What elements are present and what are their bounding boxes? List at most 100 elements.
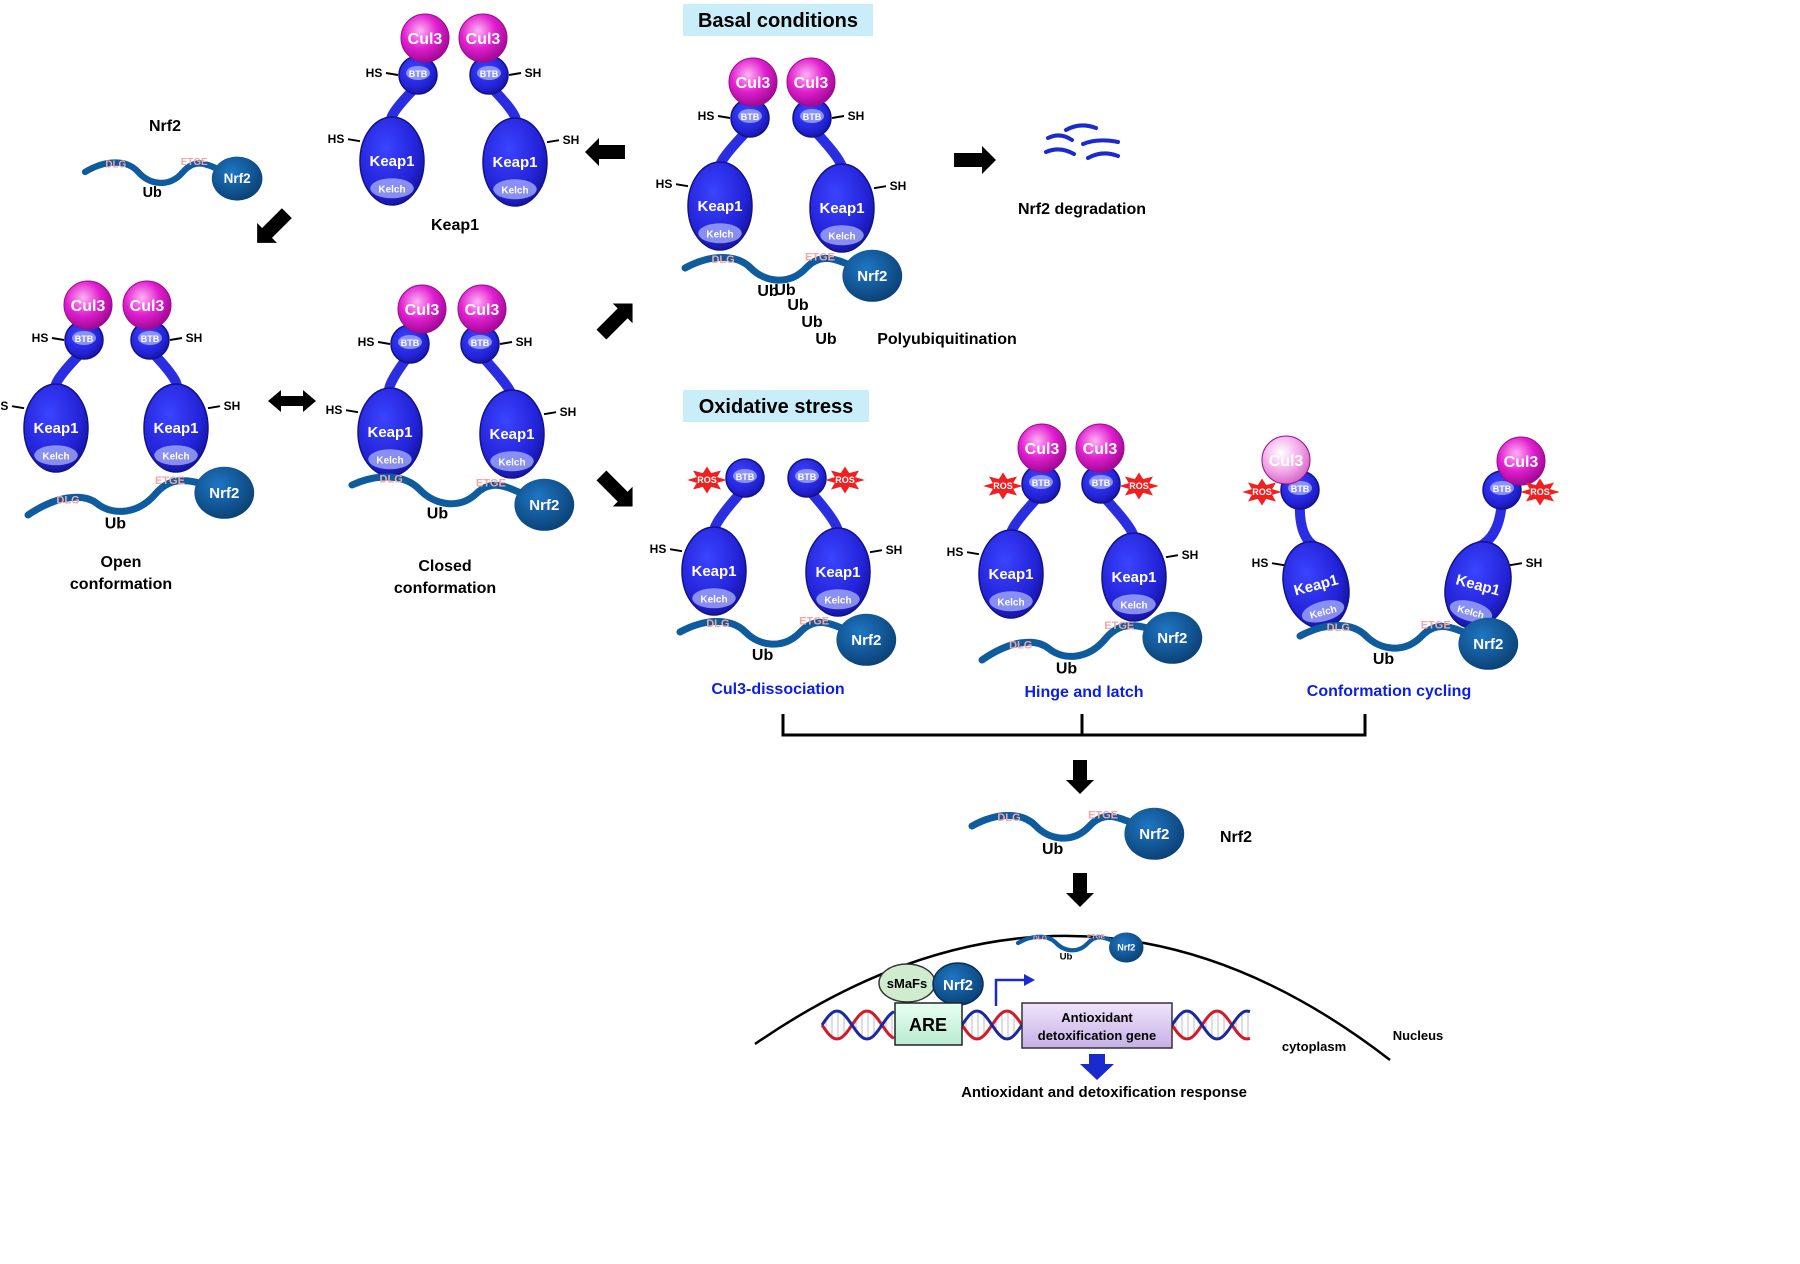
dlg-motif-label: DLG (380, 474, 403, 486)
nrf2-head-label: Nrf2 (851, 632, 881, 649)
kelch-domain (154, 445, 198, 466)
thiol-label: HS (1252, 556, 1269, 570)
cul3-protein (786, 57, 836, 107)
nrf2-strand (978, 622, 1162, 664)
dlg-motif-label: DLG (1327, 622, 1350, 634)
cul3-label: Cul3 (465, 302, 500, 319)
btb-label: BTB (409, 69, 428, 79)
thiol-label: SH (848, 109, 865, 123)
cul3-protein (728, 57, 778, 107)
closed-conformation-caption-line1: Closed (418, 558, 471, 575)
thiol-label: SH (186, 331, 203, 345)
nrf2-strand (676, 618, 856, 648)
btb-label: BTB (741, 112, 760, 122)
kelch-label: Kelch (824, 595, 851, 606)
kelch-domain (1301, 600, 1345, 623)
ub-label: Ub (143, 185, 162, 201)
btb-highlight (406, 66, 430, 80)
btb-highlight (72, 331, 96, 345)
keap1-label: Keap1 (492, 154, 537, 171)
nrf2-bound-are: Nrf2 (932, 962, 984, 1006)
thiol-label: HS (0, 399, 8, 413)
arrow-shape (596, 303, 633, 340)
antioxidant-gene-box: Antioxidant detoxification gene (1021, 1002, 1173, 1049)
etge-motif-label: ETGE (1087, 933, 1106, 940)
arrow-closed-to-oxidative (596, 470, 633, 507)
kelch-label: Kelch (1120, 600, 1147, 611)
keap1-label: Keap1 (367, 424, 412, 441)
thiol-label: HS (32, 331, 49, 345)
kelch-label: Kelch (828, 231, 855, 242)
closed-conformation-complex: Keap1KelchBTBCul3HSHSKeap1KelchBTBCul3SH… (326, 284, 577, 531)
nuclear-envelope (754, 934, 1391, 1061)
thiol-bond (51, 337, 65, 341)
nrf2-strand (968, 812, 1144, 842)
keap1-label: Keap1 (153, 420, 198, 437)
arrow-to-degradation (954, 146, 996, 174)
btb-highlight (468, 335, 492, 349)
oxidative-stress-header: Oxidative stress (683, 390, 869, 422)
arrow-nrf2-to-nucleus (1066, 873, 1094, 907)
thiol-label: SH (563, 133, 580, 147)
keap1-label: Keap1 (691, 563, 736, 580)
kelch-label: Kelch (700, 594, 727, 605)
btb-label: BTB (75, 334, 94, 344)
keap1-label: Keap1 (988, 566, 1033, 583)
cul3-protein (63, 280, 113, 330)
kelch-domain (368, 449, 412, 470)
thiol-bond (873, 185, 887, 190)
ub-label: Ub (427, 506, 449, 523)
open-conformation-caption-line1: Open (101, 554, 142, 571)
cul3-protein (458, 13, 508, 63)
nrf2-head (1142, 611, 1203, 664)
arrows-layer (257, 138, 1094, 907)
cul3-protein (400, 13, 450, 63)
nrf2-strand (1015, 934, 1121, 953)
etge-motif-label: ETGE (1088, 809, 1118, 821)
ros-label: ROS (1129, 481, 1149, 491)
kelch-domain (34, 445, 78, 466)
smafs-label: sMaFs (887, 976, 927, 991)
keap1-label: Keap1 (489, 426, 534, 443)
cul3-label: Cul3 (71, 298, 106, 315)
thiol-bond (831, 115, 845, 119)
dlg-motif-label: DLG (1009, 640, 1032, 652)
ros-label: ROS (835, 475, 855, 485)
arrow-shape (1066, 873, 1094, 907)
arrow-free-nrf2-to-open (257, 208, 292, 243)
thiol-bond (499, 341, 513, 345)
ros-label: ROS (1252, 487, 1272, 497)
kelch-domain (698, 223, 742, 244)
kelch-domain (493, 179, 537, 200)
free-keap1-dimer: Keap1KelchBTBCul3HSHSKeap1KelchBTBCul3SH… (328, 13, 580, 207)
dna-segment-right (1170, 1009, 1251, 1041)
thiol-bond (347, 138, 361, 143)
are-element: ARE (894, 1002, 963, 1046)
nrf2-strand (24, 477, 214, 519)
keap1-label: Keap1 (369, 153, 414, 170)
thiol-bond (1271, 562, 1285, 567)
keap1-label: Keap1 (697, 198, 742, 215)
polyubiquitination-caption: Polyubiquitination (877, 331, 1017, 348)
released-nrf2-caption: Nrf2 (1220, 829, 1252, 846)
dlg-motif-label: DLG (105, 160, 126, 171)
kelch-domain (820, 225, 864, 246)
thiol-bond (385, 72, 399, 76)
thiol-bond (1165, 554, 1179, 559)
thiol-label: SH (560, 405, 577, 419)
keap1-label: Keap1 (819, 200, 864, 217)
keap1-label: Keap1 (33, 420, 78, 437)
cytoplasm-label: cytoplasm (1282, 1039, 1346, 1054)
response-caption: Antioxidant and detoxification response (961, 1084, 1247, 1101)
etge-motif-label: ETGE (1104, 620, 1134, 632)
btb-highlight (398, 335, 422, 349)
thiol-label: SH (890, 179, 907, 193)
